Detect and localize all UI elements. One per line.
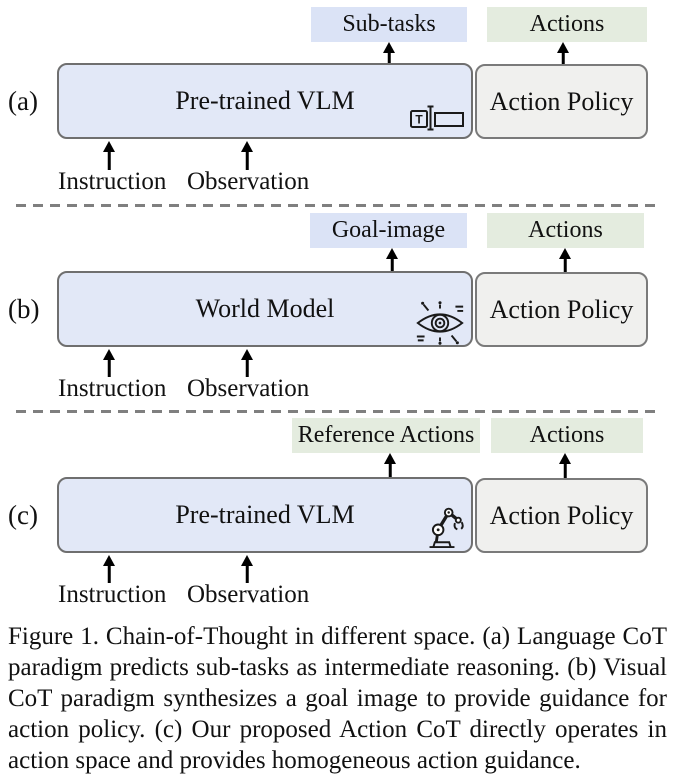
figure-caption: Figure 1. Chain-of-Thought in different … [8,623,667,774]
arrow-up-actions-c [558,453,572,478]
input-arrow-observation-b [240,349,254,377]
main-model-box-a: Pre-trained VLM T [57,63,473,139]
action-policy-label-a: Action Policy [489,86,634,116]
main-model-box-c: Pre-trained VLM [57,477,473,553]
row-divider-2 [16,410,657,413]
input-arrow-observation-c [240,555,254,583]
input-arrow-instruction-b [102,349,116,377]
text-input-icon: T [409,104,465,132]
intermediate-output-label-b: Goal-image [310,213,467,248]
main-model-box-label-b: World Model [195,294,335,323]
input-arrow-instruction-c [102,555,116,583]
action-policy-label-b: Action Policy [489,294,634,324]
actions-output-label-c: Actions [491,418,643,453]
action-policy-box-a: Action Policy [475,64,648,139]
row-tag-c: (c) [8,500,38,530]
arrow-up-intermediate-c [383,453,397,477]
main-model-box-b: World Model [57,271,473,347]
actions-output-label-a: Actions [487,7,647,42]
observation-label-c: Observation [187,581,310,608]
robot-arm-icon [419,501,465,549]
instruction-label-c: Instruction [58,581,167,608]
observation-label-b: Observation [187,375,310,402]
instruction-label-b: Instruction [58,375,167,402]
observation-label-a: Observation [187,168,310,195]
svg-text:T: T [415,113,423,127]
input-arrow-observation-a [240,141,254,170]
instruction-label-a: Instruction [58,168,167,195]
main-model-box-label-c: Pre-trained VLM [175,500,355,529]
row-tag-a: (a) [8,86,38,116]
actions-output-label-b: Actions [487,213,644,248]
arrow-up-actions-a [556,42,570,64]
action-policy-box-b: Action Policy [475,272,648,347]
main-model-box-label-a: Pre-trained VLM [175,86,355,115]
intermediate-output-label-a: Sub-tasks [311,7,467,42]
intermediate-output-label-c: Reference Actions [292,418,480,453]
arrow-up-intermediate-b [385,248,399,271]
input-arrow-instruction-a [102,141,116,170]
row-divider-1 [16,204,657,207]
arrow-up-intermediate-a [382,42,396,63]
action-policy-label-c: Action Policy [489,500,634,530]
arrow-up-actions-b [558,248,572,272]
row-tag-b: (b) [8,294,40,324]
action-policy-box-c: Action Policy [475,478,648,553]
vision-eye-icon [413,296,467,350]
